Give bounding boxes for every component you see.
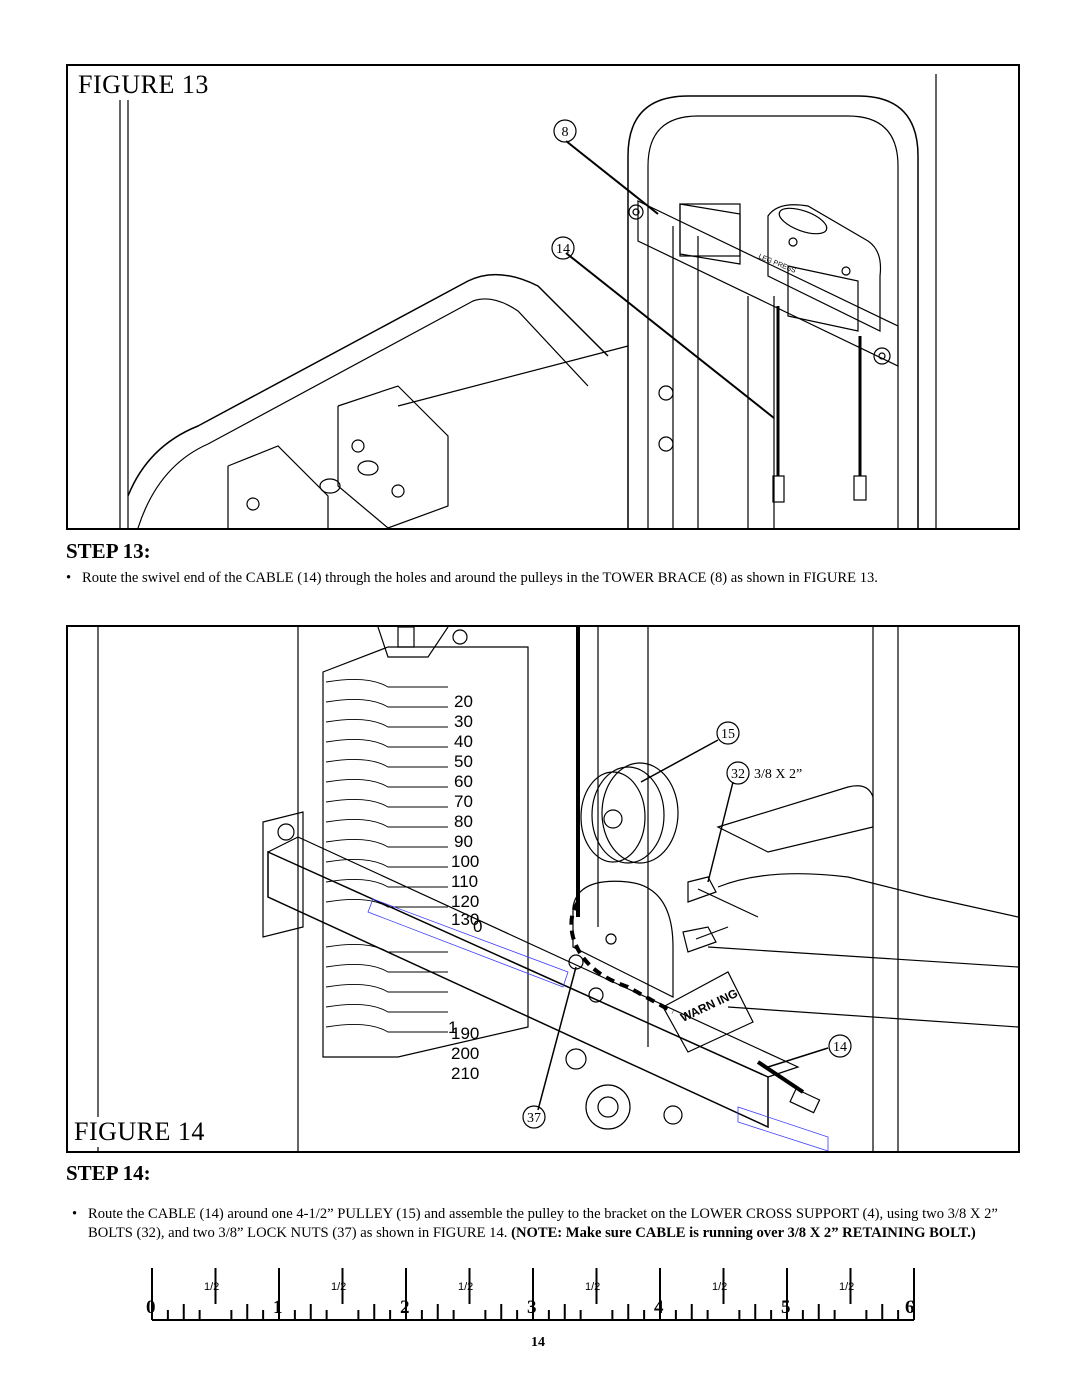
weight-label: 210 (451, 1064, 479, 1083)
weight-label: 100 (451, 852, 479, 871)
weight-label: 30 (454, 712, 473, 731)
callout-15: 15 (721, 727, 735, 742)
callout-14: 14 (833, 1040, 847, 1055)
warning-label: WARN ING (678, 986, 740, 1025)
figure-14-box: 20 30 40 50 60 70 80 90 100 110 120 130 … (66, 625, 1020, 1153)
figure-13-drawing: 8 14 LEG PRESS (119, 74, 937, 528)
ruler-number: 1 (273, 1297, 283, 1318)
leg-press-label: LEG PRESS (757, 253, 797, 274)
ruler-half-label: 1/2 (712, 1281, 728, 1293)
ruler-half-label: 1/2 (204, 1281, 220, 1293)
ruler-number: 2 (400, 1297, 410, 1318)
step-14-body: Route the CABLE (14) around one 4-1/2” P… (88, 1206, 998, 1241)
weight-label: 20 (454, 692, 473, 711)
ruler-number: 4 (654, 1297, 664, 1318)
callout-8: 8 (562, 125, 569, 140)
ruler-half-label: 1/2 (331, 1281, 347, 1293)
step-14-title: STEP 14: (66, 1161, 151, 1185)
step-13-title: STEP 13: (66, 539, 151, 563)
ruler-half-label: 1/2 (458, 1281, 474, 1293)
weight-label: 80 (454, 812, 473, 831)
weight-label: 1 (448, 1018, 457, 1037)
ruler-number: 0 (146, 1297, 156, 1318)
step-13-text: • Route the swivel end of the CABLE (14)… (66, 569, 1042, 588)
ruler-number: 6 (905, 1297, 915, 1318)
callout-37: 37 (527, 1111, 541, 1126)
step-14-note: (NOTE: Make sure CABLE is running over 3… (511, 1225, 976, 1241)
callout-14: 14 (556, 242, 570, 257)
figure-13-title: FIGURE 13 (74, 70, 213, 100)
bullet-icon: • (66, 570, 72, 586)
weight-label: 130 (451, 910, 479, 929)
weight-label: 90 (454, 832, 473, 851)
figure-14-title: FIGURE 14 (70, 1117, 209, 1147)
figure-13-box: 8 14 LEG PRESS FIGURE 13 (66, 64, 1020, 530)
bullet-icon: • (72, 1206, 78, 1222)
weight-label: 120 (451, 892, 479, 911)
inch-ruler (151, 1268, 915, 1321)
bolt-spec-label: 3/8 X 2” (754, 767, 802, 782)
step-14-text: • Route the CABLE (14) around one 4-1/2”… (72, 1205, 1023, 1243)
weight-label: 190 (451, 1024, 479, 1043)
weight-label: 0 (473, 917, 482, 936)
weight-label: 70 (454, 792, 473, 811)
ruler-half-label: 1/2 (585, 1281, 601, 1293)
step-13-body: Route the swivel end of the CABLE (14) t… (82, 570, 878, 586)
page-number: 14 (531, 1335, 545, 1350)
figure-14-drawing: 20 30 40 50 60 70 80 90 100 110 120 130 … (97, 627, 1018, 1151)
weight-label: 40 (454, 732, 473, 751)
callout-32: 32 (731, 767, 745, 782)
ruler-number: 3 (527, 1297, 537, 1318)
weight-label: 60 (454, 772, 473, 791)
weight-label: 200 (451, 1044, 479, 1063)
weight-label: 110 (451, 872, 478, 891)
ruler-half-label: 1/2 (839, 1281, 855, 1293)
ruler-number: 5 (781, 1297, 791, 1318)
weight-label: 50 (454, 752, 473, 771)
